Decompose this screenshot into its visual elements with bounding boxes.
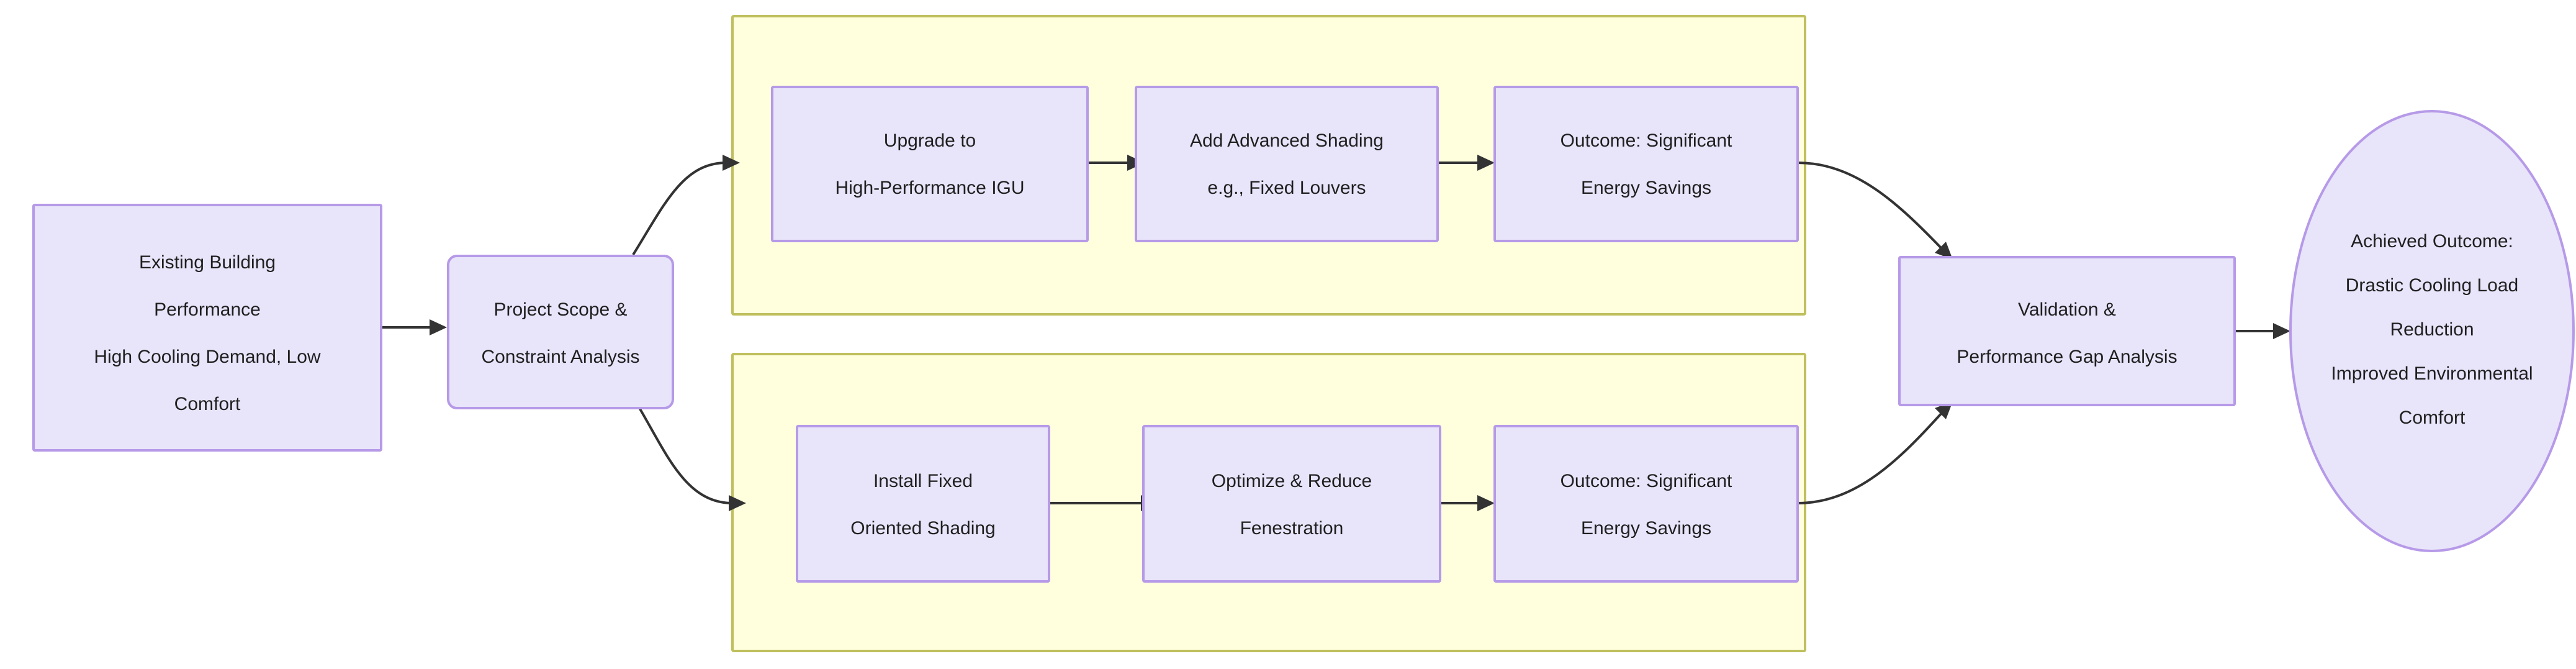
edge-path [632, 396, 733, 504]
arrowhead-icon [729, 495, 746, 511]
node-advanced-shading-line-0: Add Advanced Shading [1190, 130, 1384, 151]
node-outcome-top[interactable]: Outcome: Significant Energy Savings [1493, 86, 1799, 242]
node-validation-line-0: Validation & [2018, 299, 2116, 320]
node-outcome-top-rect[interactable] [1493, 86, 1799, 242]
node-project-scope-line-0: Project Scope & [493, 299, 627, 320]
edge-outcome-top-to-validation [1797, 162, 1953, 260]
node-achieved-outcome-ellipse[interactable] [2289, 110, 2575, 552]
arrowhead-icon [2273, 323, 2290, 339]
arrowhead-icon [1935, 242, 1953, 260]
edge-project-scope-to-upgrade-igu [632, 155, 740, 256]
edge-path [1797, 412, 1943, 504]
node-project-scope-rect[interactable] [447, 255, 674, 409]
node-project-scope[interactable]: Project Scope & Constraint Analysis [447, 255, 674, 409]
node-achieved-outcome-line-3: Improved Environmental [2331, 363, 2533, 384]
node-upgrade-igu-line-0: Upgrade to [884, 130, 976, 151]
node-existing-building[interactable]: Existing Building Performance High Cooli… [32, 204, 382, 452]
node-optimize-fenestration-line-0: Optimize & Reduce [1212, 471, 1372, 491]
node-outcome-top-line-0: Outcome: Significant [1560, 130, 1732, 151]
arrowhead-icon [723, 155, 740, 171]
node-install-shading-rect[interactable] [796, 425, 1050, 583]
node-install-shading-line-0: Install Fixed [873, 471, 973, 491]
node-install-shading-line-1: Oriented Shading [850, 518, 996, 539]
edge-path [632, 162, 727, 256]
node-optimize-fenestration[interactable]: Optimize & Reduce Fenestration [1142, 425, 1441, 583]
node-existing-building-rect[interactable] [32, 204, 382, 452]
arrowhead-icon [1477, 155, 1495, 171]
node-upgrade-igu-rect[interactable] [771, 86, 1089, 242]
node-achieved-outcome[interactable]: Achieved Outcome: Drastic Cooling Load R… [2289, 110, 2575, 552]
edge-advanced-shading-to-outcome-top [1438, 155, 1495, 171]
node-outcome-bottom-rect[interactable] [1493, 425, 1799, 583]
node-validation-rect[interactable] [1898, 256, 2236, 406]
node-advanced-shading[interactable]: Add Advanced Shading e.g., Fixed Louvers [1135, 86, 1439, 242]
arrowhead-icon [430, 319, 447, 335]
edge-validation-to-achieved-outcome [2235, 323, 2290, 339]
node-outcome-bottom-line-0: Outcome: Significant [1560, 471, 1732, 491]
node-validation-line-1: Performance Gap Analysis [1957, 347, 2177, 367]
node-install-shading[interactable]: Install Fixed Oriented Shading [796, 425, 1050, 583]
node-achieved-outcome-line-4: Comfort [2399, 407, 2466, 428]
node-optimize-fenestration-line-1: Fenestration [1240, 518, 1344, 539]
edge-path [1797, 162, 1943, 250]
node-existing-building-line-1: Performance [154, 299, 261, 320]
node-existing-building-line-2: High Cooling Demand, Low [94, 347, 321, 367]
node-existing-building-line-3: Comfort [174, 394, 241, 414]
node-outcome-bottom[interactable]: Outcome: Significant Energy Savings [1493, 425, 1799, 583]
node-upgrade-igu-line-1: High-Performance IGU [835, 178, 1024, 198]
node-achieved-outcome-line-2: Reduction [2390, 319, 2474, 340]
node-outcome-bottom-line-1: Energy Savings [1581, 518, 1711, 539]
node-upgrade-igu[interactable]: Upgrade to High-Performance IGU [771, 86, 1089, 242]
node-achieved-outcome-line-1: Drastic Cooling Load [2346, 275, 2518, 296]
node-advanced-shading-line-1: e.g., Fixed Louvers [1207, 178, 1366, 198]
edge-existing-building-to-project-scope [381, 319, 447, 335]
node-validation[interactable]: Validation & Performance Gap Analysis [1898, 256, 2236, 406]
edge-project-scope-to-install-shading [632, 396, 746, 511]
node-optimize-fenestration-rect[interactable] [1142, 425, 1441, 583]
node-existing-building-line-0: Existing Building [139, 252, 276, 273]
arrowhead-icon [1477, 495, 1495, 511]
edge-outcome-bottom-to-validation [1797, 401, 1953, 504]
edge-optimize-fenestration-to-outcome-bottom [1440, 495, 1495, 511]
node-outcome-top-line-1: Energy Savings [1581, 178, 1711, 198]
node-achieved-outcome-line-0: Achieved Outcome: [2351, 231, 2513, 252]
node-project-scope-line-1: Constraint Analysis [481, 347, 639, 367]
node-advanced-shading-rect[interactable] [1135, 86, 1439, 242]
